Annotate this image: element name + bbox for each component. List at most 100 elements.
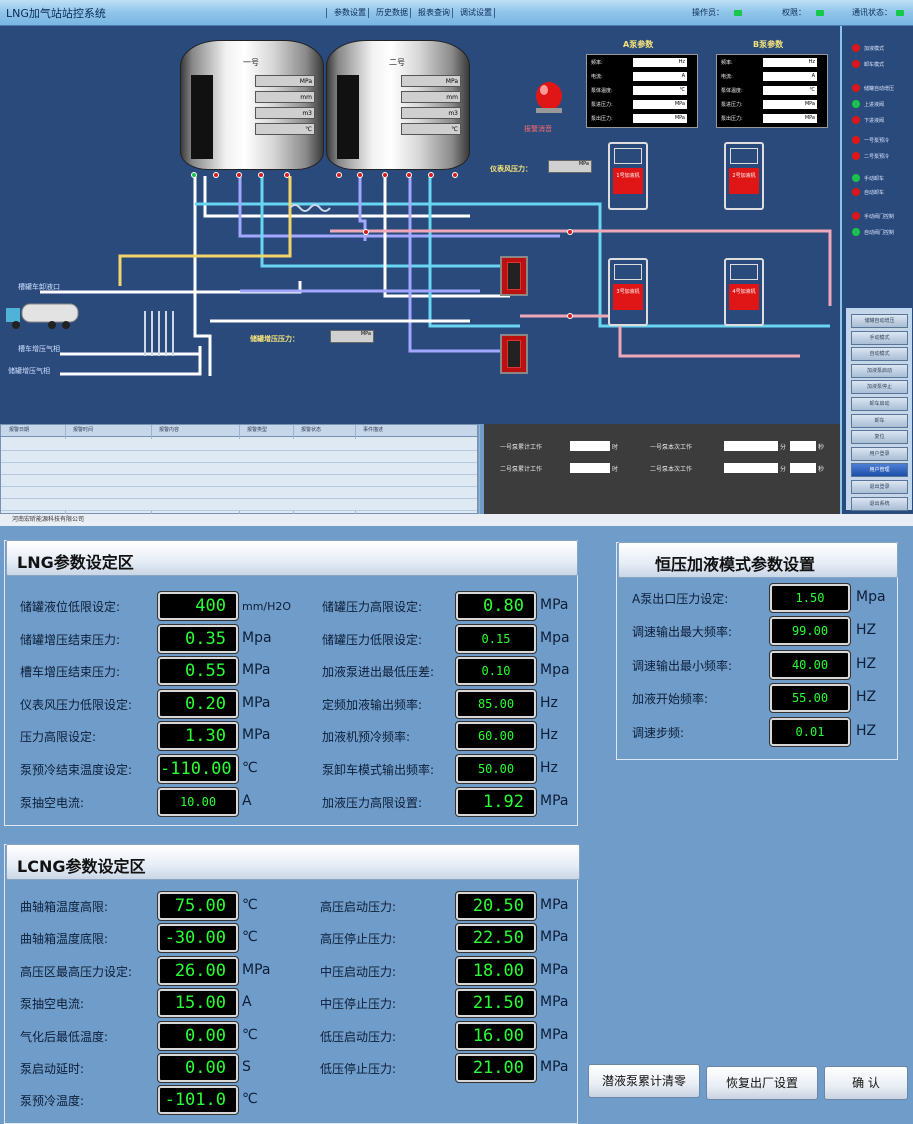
table-header[interactable]: 报警内容 (159, 427, 180, 433)
side-button[interactable]: 用户管理 (851, 463, 908, 478)
valve-v5-icon[interactable] (284, 172, 290, 178)
param-value-display[interactable]: 40.00 (769, 649, 851, 680)
valve-v12-icon[interactable] (363, 229, 369, 235)
indicator-led-icon (852, 188, 860, 196)
param-value-display[interactable]: 1.92 (455, 786, 537, 817)
param-value-display[interactable]: 0.35 (157, 623, 239, 654)
side-button[interactable]: 卸车启动 (851, 397, 908, 411)
param-value-display[interactable]: 26.00 (157, 955, 239, 986)
param-value-display[interactable]: 21.50 (455, 988, 537, 1019)
valve-v9-icon[interactable] (406, 172, 412, 178)
pipe-network (40, 176, 832, 376)
side-button[interactable]: 加液泵停止 (851, 380, 908, 395)
valve-v11-icon[interactable] (452, 172, 458, 178)
valve-v7-icon[interactable] (357, 172, 363, 178)
pump2-total-value (570, 463, 610, 473)
param-value-display[interactable]: 0.01 (769, 716, 851, 747)
param-value-display[interactable]: -30.00 (157, 923, 239, 954)
dispenser-3[interactable]: 3号加液机 (608, 258, 648, 326)
param-value-display[interactable]: 50.00 (455, 754, 537, 784)
param-value-display[interactable]: 18.00 (455, 955, 537, 986)
table-header[interactable]: 报警时间 (73, 427, 94, 433)
side-button[interactable]: 用户登录 (851, 446, 908, 461)
dispenser-4[interactable]: 4号加液机 (724, 258, 764, 326)
param-value-display[interactable]: 0.00 (157, 1020, 239, 1051)
valve-v8-icon[interactable] (382, 172, 388, 178)
alarm-beacon-icon[interactable] (532, 80, 566, 114)
dispenser-1[interactable]: 1号加液机 (608, 142, 648, 210)
valve-v3-icon[interactable] (236, 172, 242, 178)
param-value-display[interactable]: 55.00 (769, 683, 851, 714)
side-button[interactable]: 退出系统 (851, 496, 908, 511)
cryo-pump-2[interactable] (500, 334, 528, 374)
param-value-display[interactable]: 15.00 (157, 988, 239, 1019)
valve-v2-icon[interactable] (213, 172, 219, 178)
param-value-display[interactable]: 22.50 (455, 923, 537, 954)
side-button[interactable]: 复位 (851, 430, 908, 445)
param-value-display[interactable]: -101.0 (157, 1085, 239, 1116)
side-button[interactable]: 加液泵启动 (851, 363, 908, 378)
menu-reports[interactable]: 报表查询 (418, 8, 450, 17)
indicator-label: 上进液阀 (864, 102, 885, 108)
param-value-display[interactable]: 21.00 (455, 1053, 537, 1083)
side-button[interactable]: 储罐自动增压 (851, 314, 908, 328)
param-label: 仪表风压力低限设定: (20, 697, 133, 712)
param-value-display[interactable]: 20.50 (455, 891, 537, 921)
confirm-button[interactable]: 确 认 (824, 1066, 908, 1100)
param-value-display[interactable]: 16.00 (455, 1020, 537, 1051)
param-label: 中压停止压力: (320, 997, 397, 1012)
valve-v6-icon[interactable] (336, 172, 342, 178)
param-value-display[interactable]: 1.30 (157, 721, 239, 752)
table-header[interactable]: 报警日期 (9, 427, 30, 433)
table-header[interactable]: 报警类型 (247, 427, 268, 433)
side-button[interactable]: 卸车 (851, 413, 908, 428)
valve-v1-icon[interactable] (191, 172, 197, 178)
valve-v4-icon[interactable] (258, 172, 264, 178)
param-value-display[interactable]: 0.00 (157, 1053, 239, 1083)
param-label: 高压区最高压力设定: (20, 964, 133, 979)
param-label: 泵抽空电流: (20, 795, 85, 810)
tank-1[interactable]: 一号 MPa mm m3 ℃ (180, 40, 324, 170)
param-value-display[interactable]: 60.00 (455, 721, 537, 752)
side-button[interactable]: 手动模式 (851, 330, 908, 345)
param-value-display[interactable]: 0.20 (157, 688, 239, 719)
pump-a-row-value: Hz (633, 58, 687, 67)
param-value-display[interactable]: 0.55 (157, 656, 239, 687)
param-value-display[interactable]: 75.00 (157, 891, 239, 921)
alarm-log-table[interactable]: 报警日期 报警时间 报警内容 报警类型 报警状态 事件描述 (0, 424, 480, 515)
param-value-display[interactable]: 99.00 (769, 616, 851, 647)
param-value-display[interactable]: 0.10 (455, 656, 537, 687)
param-label: 加液开始频率: (632, 692, 709, 707)
pump-b-row-label: 泵体温度: (721, 88, 743, 94)
cryo-pump-1[interactable] (500, 256, 528, 296)
param-value-display[interactable]: 85.00 (455, 688, 537, 719)
table-header[interactable]: 报警状态 (301, 427, 322, 433)
indicator-label: 自动阀门控制 (864, 230, 895, 236)
menu-debug[interactable]: 调试设置 (460, 8, 492, 17)
param-value-display[interactable]: 0.15 (455, 623, 537, 654)
clear-pump-total-button[interactable]: 潜液泵累计清零 (588, 1064, 700, 1098)
valve-v14-icon[interactable] (567, 313, 573, 319)
valve-v10-icon[interactable] (428, 172, 434, 178)
tank-2-name: 二号 (389, 58, 405, 67)
param-value-display[interactable]: -110.00 (157, 754, 239, 784)
param-value-display[interactable]: 10.00 (157, 786, 239, 817)
restore-factory-button[interactable]: 恢复出厂设置 (706, 1066, 818, 1100)
valve-v13-icon[interactable] (567, 229, 573, 235)
table-header[interactable]: 事件描述 (363, 427, 384, 433)
param-unit: HZ (856, 622, 877, 639)
param-value-display[interactable]: 1.50 (769, 583, 851, 613)
param-value-display[interactable]: 0.80 (455, 591, 537, 621)
side-button[interactable]: 退出登录 (851, 480, 908, 494)
menu-param-settings[interactable]: 参数设置 (334, 8, 366, 17)
param-value-display[interactable]: 400 (157, 591, 239, 621)
param-unit: Hz (540, 727, 558, 744)
pump-runtime-counters: 一号泵累计工作 时 一号泵本次工作 分 秒 二号泵累计工作 时 二号泵本次工作 … (484, 424, 840, 514)
param-label: 中压启动压力: (320, 964, 397, 979)
menu-history[interactable]: 历史数据 (376, 8, 408, 17)
indicator-led-icon (852, 174, 860, 182)
dispenser-2[interactable]: 2号加液机 (724, 142, 764, 210)
side-button[interactable]: 自动模式 (851, 347, 908, 362)
tank-2[interactable]: 二号 MPa mm m3 ℃ (326, 40, 470, 170)
indicator-led-icon (852, 100, 860, 108)
